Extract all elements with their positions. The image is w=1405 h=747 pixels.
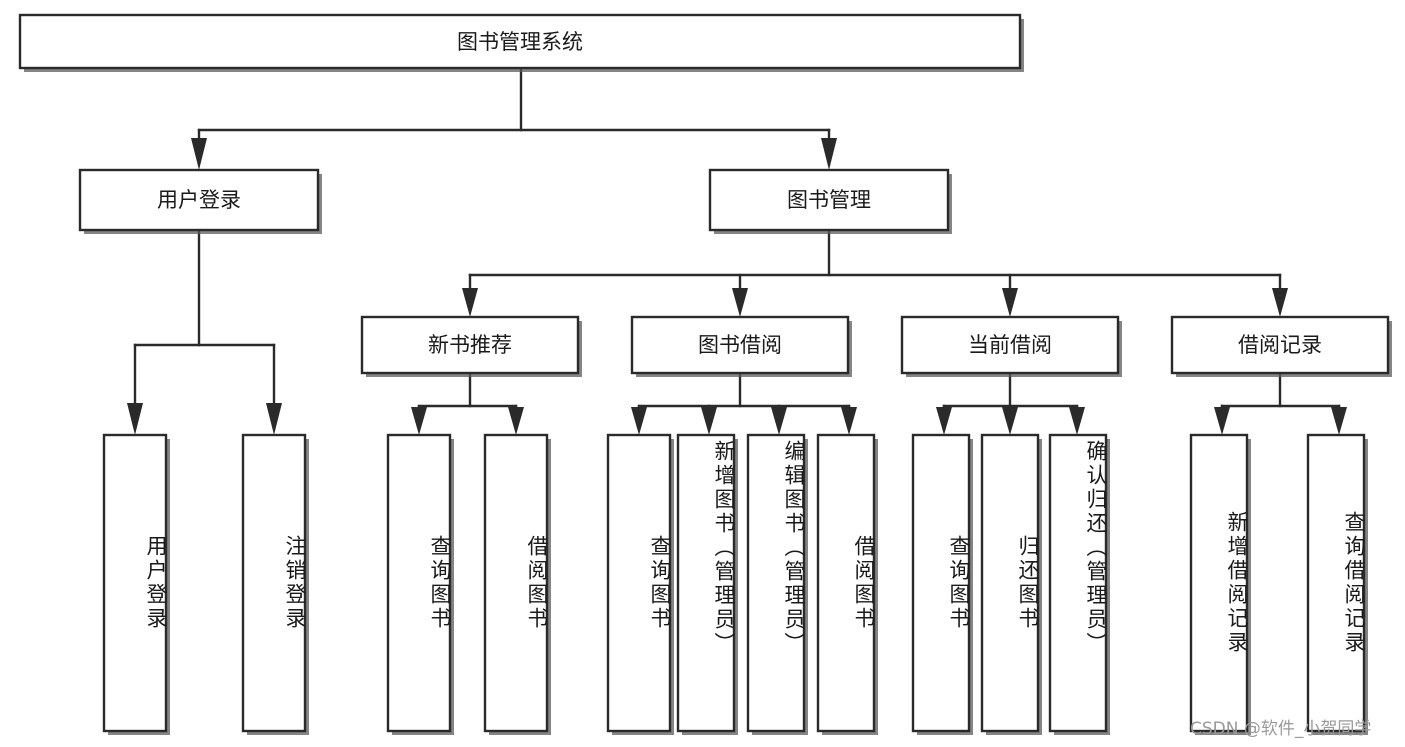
connector-group-root <box>191 66 837 170</box>
arrow-head-bookborrow-3 <box>841 407 857 435</box>
leaf-node[interactable] <box>980 433 1042 735</box>
node-new-book-recommend-label: 新书推荐 <box>428 333 512 357</box>
arrow-head-newbook-1 <box>508 407 524 435</box>
leaf-box[interactable] <box>980 433 1040 733</box>
leaf-node[interactable] <box>241 433 309 735</box>
node-current-borrow-box[interactable] <box>900 315 1120 375</box>
arrow-head-l1-1 <box>821 138 837 170</box>
leaf-node[interactable] <box>386 433 454 735</box>
connector-group-current-borrow <box>936 373 1085 435</box>
node-book-manage[interactable]: 图书管理 <box>708 168 952 234</box>
arrow-head-bookborrow-1 <box>701 407 717 435</box>
node-new-book-recommend[interactable]: 新书推荐 <box>360 315 582 377</box>
arrow-head-currentborrow-0 <box>936 407 952 435</box>
leaf-box[interactable] <box>676 433 736 733</box>
node-book-manage-box[interactable] <box>708 168 950 232</box>
node-book-borrow-label: 图书借阅 <box>698 333 782 357</box>
node-root-label: 图书管理系统 <box>457 30 583 54</box>
node-book-borrow[interactable]: 图书借阅 <box>630 315 852 377</box>
arrow-head-userlogin-1 <box>266 403 282 435</box>
leaf-node[interactable] <box>102 433 170 735</box>
leaf-node[interactable] <box>483 433 551 735</box>
arrow-head-currentborrow-2 <box>1069 407 1085 435</box>
leaf-node[interactable] <box>676 433 738 735</box>
leaf-box[interactable] <box>911 433 971 733</box>
leaf-box[interactable] <box>241 433 307 733</box>
arrow-head-userlogin-0 <box>127 403 143 435</box>
arrow-head-newbook-0 <box>411 407 427 435</box>
leaf-node[interactable] <box>606 433 674 735</box>
node-borrow-record-box[interactable] <box>1170 315 1390 375</box>
node-user-login[interactable]: 用户登录 <box>78 168 322 234</box>
leaf-node[interactable] <box>911 433 973 735</box>
arrow-head-bookborrow-2 <box>771 407 787 435</box>
arrow-head-l2-0 <box>462 288 478 317</box>
node-user-login-label: 用户登录 <box>157 188 241 212</box>
connector-group-borrow-record <box>1214 373 1347 435</box>
arrow-head-l1-0 <box>191 138 207 170</box>
node-book-manage-label: 图书管理 <box>787 188 871 212</box>
leaf-box[interactable] <box>1048 433 1108 733</box>
node-borrow-record[interactable]: 借阅记录 <box>1170 315 1392 377</box>
connector-group-user-login <box>127 230 282 435</box>
leaf-box[interactable] <box>746 433 806 733</box>
node-current-borrow[interactable]: 当前借阅 <box>900 315 1122 377</box>
node-borrow-record-label: 借阅记录 <box>1238 333 1322 357</box>
connector-group-new-book <box>411 373 524 435</box>
leaf-box[interactable] <box>483 433 549 733</box>
node-user-login-box[interactable] <box>78 168 320 232</box>
arrow-head-l2-2 <box>1002 288 1018 317</box>
leaf-box[interactable] <box>1189 433 1249 733</box>
arrow-head-l2-3 <box>1272 288 1288 317</box>
node-root[interactable]: 图书管理系统 <box>18 13 1024 72</box>
leaf-node[interactable] <box>1189 433 1251 735</box>
leaf-node[interactable] <box>1048 433 1110 735</box>
arrow-head-borrowrecord-1 <box>1331 407 1347 435</box>
connector-group-book-manage <box>462 230 1288 317</box>
arrow-head-currentborrow-1 <box>1002 407 1018 435</box>
leaf-node[interactable] <box>1306 433 1368 735</box>
node-new-book-recommend-box[interactable] <box>360 315 580 375</box>
arrow-head-borrowrecord-0 <box>1214 407 1230 435</box>
leaf-box[interactable] <box>816 433 876 733</box>
leaf-box[interactable] <box>102 433 168 733</box>
leaf-node[interactable] <box>746 433 808 735</box>
leaf-box[interactable] <box>1306 433 1366 733</box>
leaf-node[interactable] <box>816 433 878 735</box>
arrow-head-l2-1 <box>732 288 748 317</box>
node-book-borrow-box[interactable] <box>630 315 850 375</box>
node-root-box[interactable] <box>18 13 1022 70</box>
connector-group-book-borrow <box>631 373 857 435</box>
watermark-text: CSDN @软件_小贺同学 <box>1190 719 1372 739</box>
node-current-borrow-label: 当前借阅 <box>968 333 1052 357</box>
leaf-box[interactable] <box>606 433 672 733</box>
leaf-box[interactable] <box>386 433 452 733</box>
arrow-head-bookborrow-0 <box>631 407 647 435</box>
